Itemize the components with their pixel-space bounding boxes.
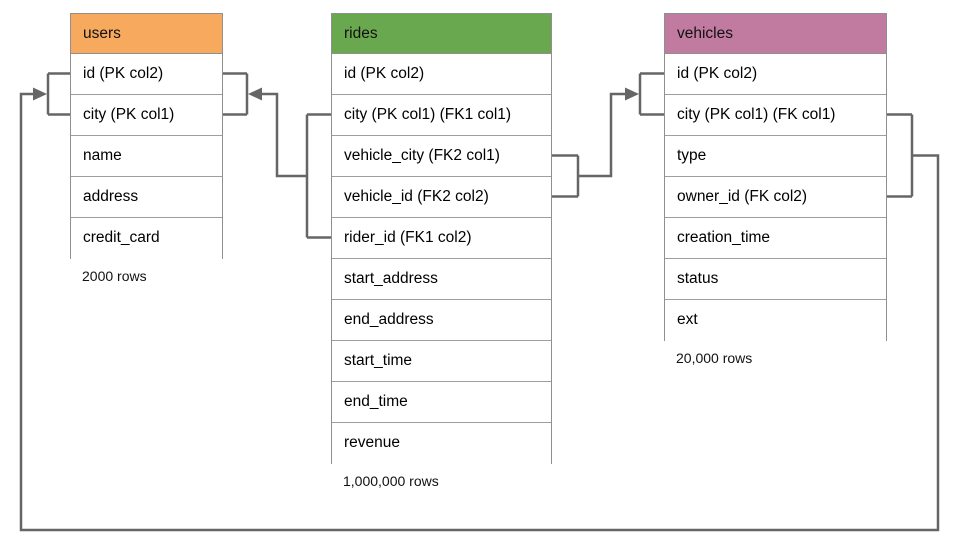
table-row: address xyxy=(71,177,222,218)
table-rides-columns: id (PK col2)city (PK col1) (FK1 col1)veh… xyxy=(332,54,551,464)
table-row: creation_time xyxy=(665,218,886,259)
table-row: id (PK col2) xyxy=(332,54,551,95)
table-row: rider_id (FK1 col2) xyxy=(332,218,551,259)
table-vehicles-title: vehicles xyxy=(665,14,886,54)
table-vehicles-rowcount: 20,000 rows xyxy=(676,350,753,366)
relationship-line xyxy=(552,72,664,198)
table-row: name xyxy=(71,136,222,177)
table-row: id (PK col2) xyxy=(665,54,886,95)
table-rides-title: rides xyxy=(332,14,551,54)
table-users-title: users xyxy=(71,14,222,54)
table-rides: rides id (PK col2)city (PK col1) (FK1 co… xyxy=(331,13,552,464)
table-row: city (PK col1) (FK col1) xyxy=(665,95,886,136)
table-row: vehicle_id (FK2 col2) xyxy=(332,177,551,218)
relationship-line xyxy=(223,72,331,239)
table-vehicles-columns: id (PK col2)city (PK col1) (FK col1)type… xyxy=(665,54,886,341)
arrowhead-right-icon xyxy=(625,87,639,101)
table-row: status xyxy=(665,259,886,300)
table-vehicles: vehicles id (PK col2)city (PK col1) (FK … xyxy=(664,13,887,341)
table-row: id (PK col2) xyxy=(71,54,222,95)
arrowhead-right-icon xyxy=(33,87,47,101)
table-row: city (PK col1) (FK1 col1) xyxy=(332,95,551,136)
table-users-rowcount: 2000 rows xyxy=(82,268,147,284)
relationship-rides-vehicles xyxy=(552,72,664,198)
table-row: start_address xyxy=(332,259,551,300)
table-row: end_address xyxy=(332,300,551,341)
table-row: revenue xyxy=(332,423,551,464)
table-rides-rowcount: 1,000,000 rows xyxy=(343,473,439,489)
table-row: ext xyxy=(665,300,886,341)
table-row: vehicle_city (FK2 col1) xyxy=(332,136,551,177)
table-row: start_time xyxy=(332,341,551,382)
table-row: city (PK col1) xyxy=(71,95,222,136)
table-row: credit_card xyxy=(71,218,222,259)
table-row: type xyxy=(665,136,886,177)
table-row: owner_id (FK col2) xyxy=(665,177,886,218)
table-row: end_time xyxy=(332,382,551,423)
arrowhead-left-icon xyxy=(248,87,262,101)
relationship-rides-users xyxy=(223,72,331,239)
